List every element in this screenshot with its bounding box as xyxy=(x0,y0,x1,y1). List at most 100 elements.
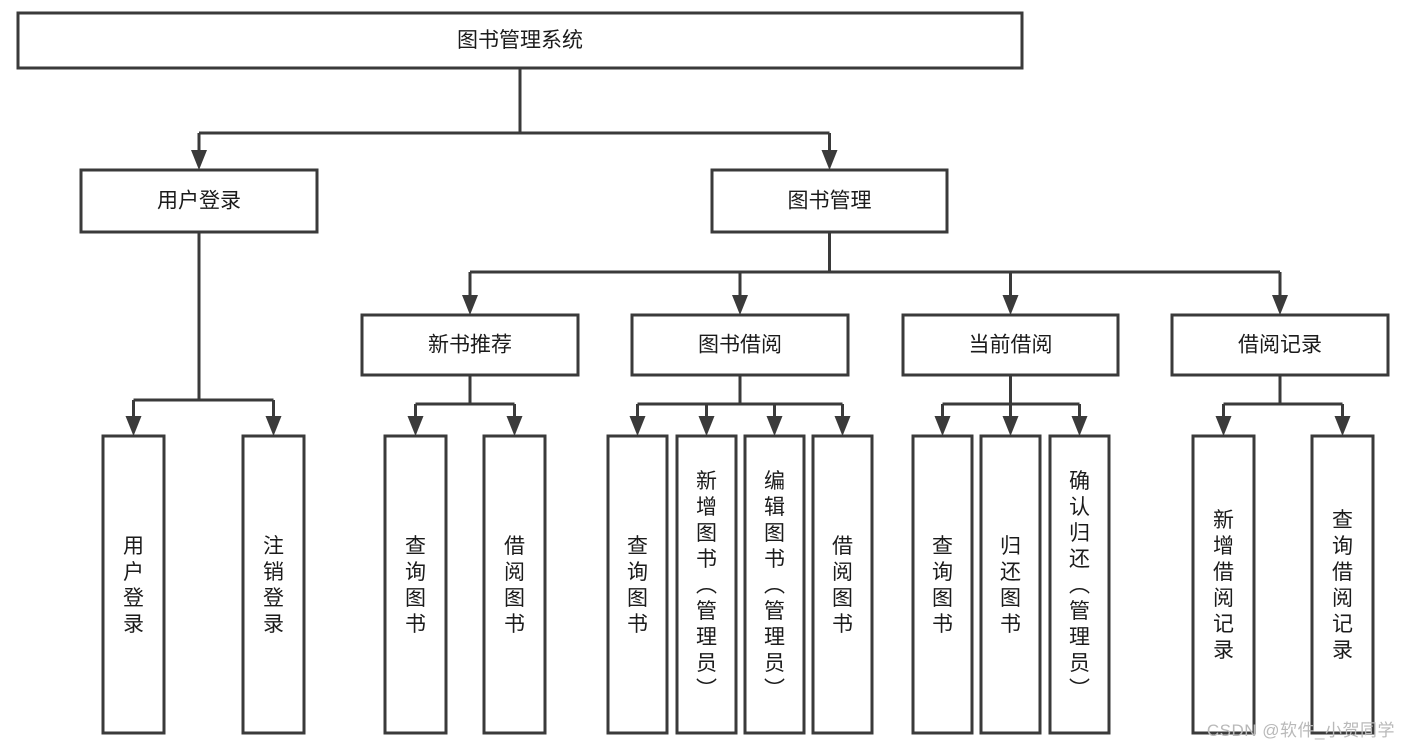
node-leaf_9[interactable]: 归还图书 xyxy=(979,434,1042,735)
arrow-head-icon xyxy=(698,416,715,436)
node-label-char: 书 xyxy=(405,613,426,636)
node-l3_0[interactable]: 新书推荐 xyxy=(360,313,580,377)
node-box[interactable] xyxy=(911,434,974,735)
node-leaf_10[interactable]: 确认归还︵管理员︶ xyxy=(1048,434,1111,735)
node-label-char: 登 xyxy=(123,587,144,610)
edge-group-l2_0 xyxy=(125,232,282,436)
node-box[interactable] xyxy=(743,434,806,735)
node-label-char: 记 xyxy=(1332,613,1353,636)
node-label-char: 书 xyxy=(832,613,853,636)
node-label-char: 还 xyxy=(1069,548,1090,571)
node-box[interactable] xyxy=(630,313,850,377)
arrow-head-icon xyxy=(732,295,748,315)
node-label-char: 图 xyxy=(932,587,953,610)
node-label-char: 询 xyxy=(627,561,648,584)
node-label-char: 图 xyxy=(1000,587,1021,610)
node-label-char: 户 xyxy=(123,561,144,584)
node-label-char: 录 xyxy=(123,613,144,636)
arrow-head-icon xyxy=(265,416,282,436)
edge-group-l3_1 xyxy=(629,375,851,436)
node-leaf_4[interactable]: 查询图书 xyxy=(606,434,669,735)
node-label-char: 借 xyxy=(1213,561,1234,584)
arrow-head-icon xyxy=(1071,416,1088,436)
node-box[interactable] xyxy=(79,168,319,234)
node-leaf_7[interactable]: 借阅图书 xyxy=(811,434,874,735)
node-leaf_12[interactable]: 查询借阅记录 xyxy=(1310,434,1375,735)
node-label-char: 归 xyxy=(1069,522,1090,545)
node-label: 归还图书 xyxy=(1000,535,1021,636)
arrow-head-icon xyxy=(1215,416,1232,436)
node-label-char: 记 xyxy=(1213,613,1234,636)
node-box[interactable] xyxy=(1310,434,1375,735)
node-box[interactable] xyxy=(241,434,306,735)
node-label: 图书借阅 xyxy=(698,334,782,357)
arrow-head-icon xyxy=(462,295,478,315)
node-box[interactable] xyxy=(901,313,1120,377)
node-box[interactable] xyxy=(710,168,949,234)
node-label-char: 新 xyxy=(1213,509,1234,532)
node-label-char: 查 xyxy=(405,535,426,558)
arrow-head-icon xyxy=(1002,295,1019,315)
node-box[interactable] xyxy=(383,434,448,735)
node-label-char: 查 xyxy=(627,535,648,558)
node-l3_3[interactable]: 借阅记录 xyxy=(1170,313,1390,377)
node-root[interactable]: 图书管理系统 xyxy=(16,11,1024,70)
node-box[interactable] xyxy=(606,434,669,735)
node-label: 借阅图书 xyxy=(504,535,525,636)
node-leaf_6[interactable]: 编辑图书︵管理员︶ xyxy=(743,434,806,735)
node-box[interactable] xyxy=(811,434,874,735)
edge-group-l3_3 xyxy=(1215,375,1351,436)
edges-layer xyxy=(125,68,1351,436)
edge-group-root xyxy=(191,68,838,170)
node-label-char: 阅 xyxy=(1213,587,1234,610)
node-label-char: 归 xyxy=(1000,535,1021,558)
node-label-char: 阅 xyxy=(1332,587,1353,610)
node-box[interactable] xyxy=(360,313,580,377)
node-leaf_2[interactable]: 查询图书 xyxy=(383,434,448,735)
node-l3_2[interactable]: 当前借阅 xyxy=(901,313,1120,377)
node-label-char: 理 xyxy=(764,626,785,649)
node-label-char: 销 xyxy=(263,561,284,584)
node-label-char: 管 xyxy=(1069,600,1090,623)
node-label-char: 书 xyxy=(932,613,953,636)
node-box[interactable] xyxy=(482,434,547,735)
node-leaf_0[interactable]: 用户登录 xyxy=(101,434,166,735)
node-label: 新增借阅记录 xyxy=(1213,509,1234,662)
node-label: 图书管理系统 xyxy=(457,29,583,52)
node-label-char: 查 xyxy=(1332,509,1353,532)
node-label-char: ︶ xyxy=(1069,678,1090,701)
node-box[interactable] xyxy=(1048,434,1111,735)
node-box[interactable] xyxy=(1191,434,1256,735)
edge-group-l3_2 xyxy=(934,375,1088,436)
node-l2_1[interactable]: 图书管理 xyxy=(710,168,949,234)
node-label-char: ︶ xyxy=(764,678,785,701)
node-label-char: 书 xyxy=(627,613,648,636)
node-label: 确认归还︵管理员︶ xyxy=(1069,470,1090,701)
node-label-char: ︶ xyxy=(696,678,717,701)
node-l2_0[interactable]: 用户登录 xyxy=(79,168,319,234)
node-label-char: 还 xyxy=(1000,561,1021,584)
node-label-char: 书 xyxy=(764,548,785,571)
node-leaf_3[interactable]: 借阅图书 xyxy=(482,434,547,735)
node-label-char: 员 xyxy=(1069,652,1090,675)
node-label-char: 新 xyxy=(696,470,717,493)
node-box[interactable] xyxy=(675,434,738,735)
node-label: 借阅图书 xyxy=(832,535,853,636)
node-label-char: 理 xyxy=(1069,626,1090,649)
node-box[interactable] xyxy=(101,434,166,735)
node-label-char: 图 xyxy=(504,587,525,610)
node-leaf_8[interactable]: 查询图书 xyxy=(911,434,974,735)
node-leaf_11[interactable]: 新增借阅记录 xyxy=(1191,434,1256,735)
node-label-char: 认 xyxy=(1069,496,1090,519)
node-leaf_5[interactable]: 新增图书︵管理员︶ xyxy=(675,434,738,735)
arrow-head-icon xyxy=(629,416,646,436)
node-label-char: 辑 xyxy=(764,496,785,519)
node-box[interactable] xyxy=(1170,313,1390,377)
node-box[interactable] xyxy=(979,434,1042,735)
node-box[interactable] xyxy=(16,11,1024,70)
node-label-char: 借 xyxy=(504,535,525,558)
node-leaf_1[interactable]: 注销登录 xyxy=(241,434,306,735)
node-l3_1[interactable]: 图书借阅 xyxy=(630,313,850,377)
